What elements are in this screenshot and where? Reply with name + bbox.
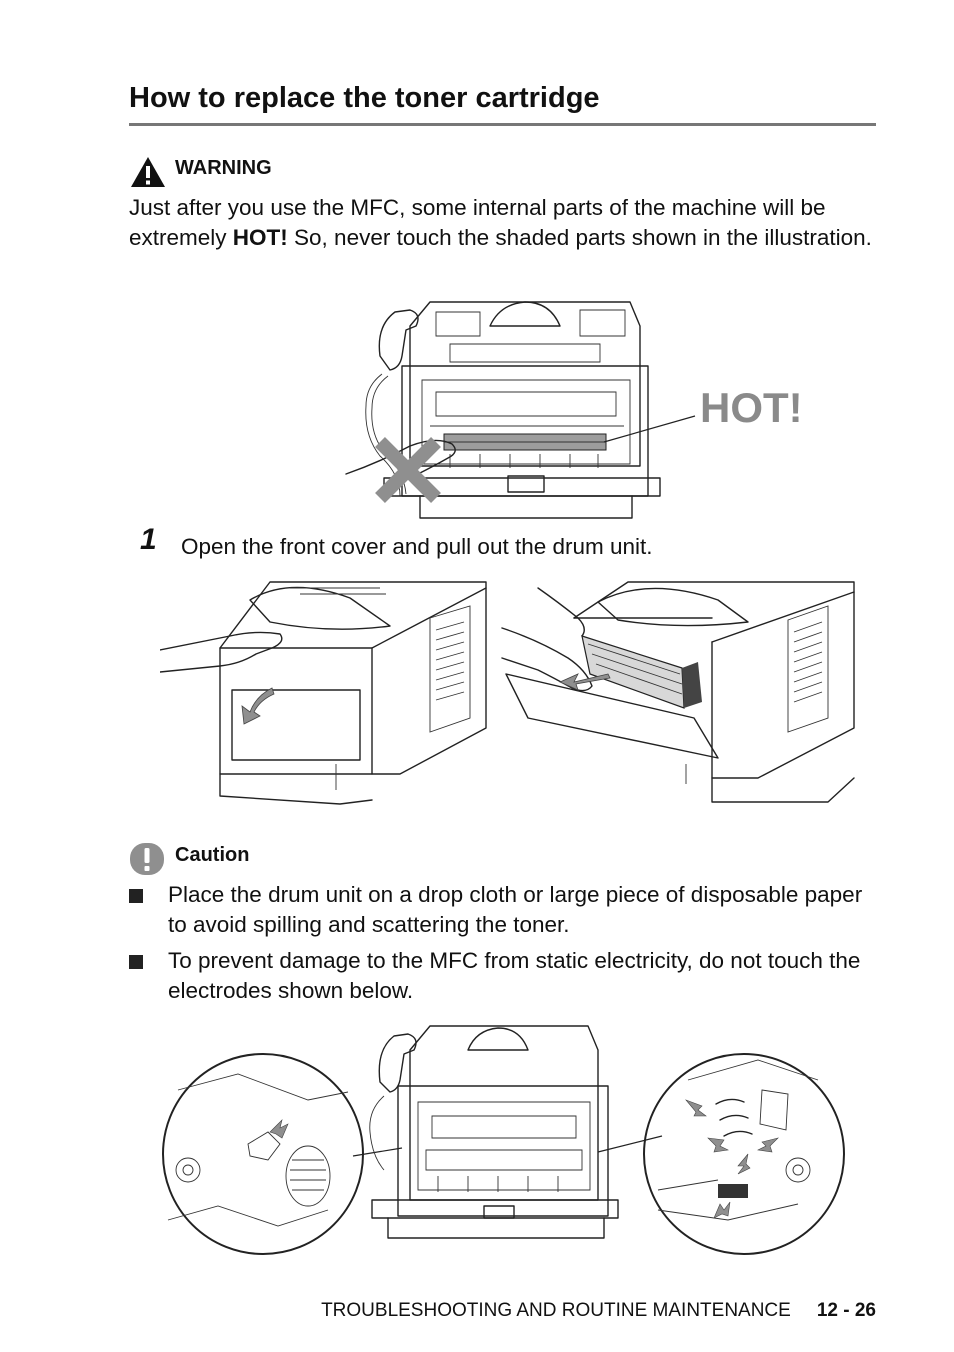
warning-text: Just after you use the MFC, some interna… [129, 195, 872, 250]
caution-bullet: To prevent damage to the MFC from static… [129, 946, 879, 1006]
warning-triangle-icon [129, 155, 167, 189]
caution-bullet: Place the drum unit on a drop cloth or l… [129, 880, 879, 940]
page-footer: TROUBLESHOOTING AND ROUTINE MAINTENANCE 1… [321, 1300, 876, 1322]
hot-parts-illustration [340, 296, 810, 524]
electrodes-illustration [158, 1020, 848, 1258]
step-number: 1 [140, 523, 157, 556]
caution-label: Caution [175, 844, 250, 866]
pull-out-drum-illustration [498, 578, 858, 806]
hot-emphasis: HOT! [232, 225, 288, 250]
title-rule [129, 123, 876, 126]
bullet-square-icon [129, 889, 143, 903]
warning-label: WARNING [175, 157, 272, 179]
open-front-cover-illustration [160, 578, 490, 806]
do-not-touch-x-icon [375, 437, 441, 503]
hot-callout-label: HOT! [700, 384, 803, 431]
step-text: Open the front cover and pull out the dr… [181, 534, 653, 559]
footer-section: TROUBLESHOOTING AND ROUTINE MAINTENANCE [321, 1300, 791, 1321]
caution-exclamation-icon [129, 842, 165, 876]
page-title: How to replace the toner cartridge [129, 82, 600, 114]
page-number: 12 - 26 [816, 1300, 876, 1321]
bullet-square-icon [129, 955, 143, 969]
